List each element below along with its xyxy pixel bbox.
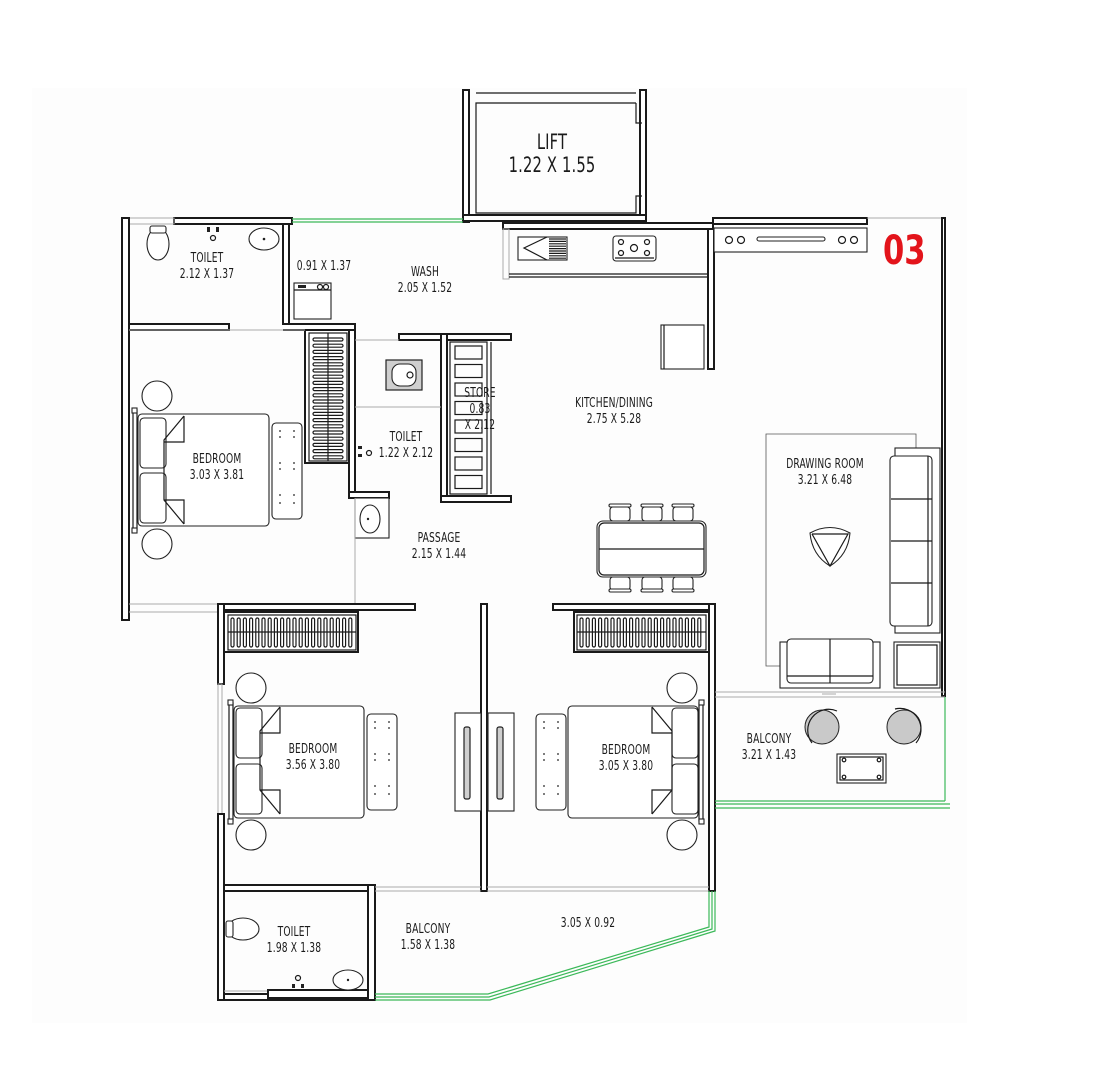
balcony-right-furniture: [715, 697, 950, 809]
balcony-bottom-glazing: [375, 891, 716, 1001]
kitchen-fixtures: [517, 235, 859, 370]
room-dimensions: 2.12 X 1.37: [179, 267, 235, 282]
room-dimensions: 0.83: [469, 402, 491, 417]
room-label-balcony-right: BALCONY 3.21 X 1.43: [730, 732, 808, 764]
room-label-passage: PASSAGE 2.15 X 1.44: [400, 531, 478, 563]
room-label-toilet-top-left: TOILET 2.12 X 1.37: [168, 251, 246, 283]
room-dimensions: 1.98 X 1.38: [266, 941, 322, 956]
room-label-toilet-center: TOILET 1.22 X 2.12: [367, 430, 445, 462]
room-name: TOILET: [190, 251, 224, 266]
unit-number: 03: [883, 228, 926, 274]
room-label-store: STORE 0.83 X 2.12: [457, 386, 504, 434]
room-dimensions: 2.75 X 5.28: [586, 412, 642, 427]
room-name: BALCONY: [746, 732, 792, 747]
room-label-bedroom-bottom-left: BEDROOM 3.56 X 3.80: [274, 742, 352, 774]
room-label-kitchen-dining: KITCHEN/DINING 2.75 X 5.28: [567, 396, 661, 428]
room-name: BEDROOM: [601, 743, 651, 758]
room-dimensions: 3.03 X 3.81: [189, 468, 245, 483]
interior-walls: [217, 603, 945, 1001]
room-label-lift: LIFT 1.22 X 1.55: [505, 131, 599, 177]
room-label-utility: 0.91 X 1.37: [293, 259, 355, 275]
room-dimensions: 0.91 X 1.37: [296, 259, 352, 274]
room-name: BEDROOM: [192, 452, 242, 467]
room-name: BEDROOM: [288, 742, 338, 757]
room-name: TOILET: [277, 925, 311, 940]
room-name: KITCHEN/DINING: [575, 396, 653, 411]
utility-fixtures: [293, 282, 332, 320]
room-dimensions: 1.22 X 1.55: [508, 153, 596, 177]
toilet-bottom-fixtures: [225, 917, 364, 991]
room-name: DRAWING ROOM: [786, 457, 864, 472]
bedroom-left-furniture: [129, 329, 356, 613]
drawing-room-furniture: [765, 433, 941, 695]
bedroom-bottom-right-furniture: [487, 611, 710, 851]
room-dimensions: 3.21 X 1.43: [741, 748, 797, 763]
room-name: STORE: [464, 386, 496, 401]
room-name: LIFT: [536, 130, 568, 154]
room-label-wash: WASH 2.05 X 1.52: [386, 265, 464, 297]
room-dimensions: 3.21 X 6.48: [797, 473, 853, 488]
room-dimensions: 3.05 X 0.92: [560, 916, 616, 931]
room-dimensions: X 2.12: [464, 418, 496, 433]
toilet-top-left-fixtures: [146, 225, 280, 261]
room-dimensions: 2.05 X 1.52: [397, 281, 453, 296]
room-label-toilet-bottom: TOILET 1.98 X 1.38: [255, 925, 333, 957]
room-dimensions: 3.56 X 3.80: [285, 758, 341, 773]
room-label-drawing-room: DRAWING ROOM 3.21 X 6.48: [782, 457, 868, 489]
room-label-balcony-bottom: BALCONY 1.58 X 1.38: [389, 922, 467, 954]
bedroom-bottom-left-furniture: [223, 611, 482, 851]
room-dimensions: 1.22 X 2.12: [378, 446, 434, 461]
room-name: PASSAGE: [417, 531, 461, 546]
dining-table: [596, 503, 707, 593]
room-dimensions: 3.05 X 3.80: [598, 759, 654, 774]
room-name: TOILET: [389, 430, 423, 445]
room-dimensions: 2.15 X 1.44: [411, 547, 467, 562]
toilet-center-walls: [348, 329, 512, 539]
room-label-bedroom-bottom-right: BEDROOM 3.05 X 3.80: [587, 743, 665, 775]
room-dimensions: 1.58 X 1.38: [400, 938, 456, 953]
room-label-bedroom-left: BEDROOM 3.03 X 3.81: [178, 452, 256, 484]
exterior-walls: [121, 217, 946, 697]
room-name: BALCONY: [405, 922, 451, 937]
room-name: WASH: [410, 265, 439, 280]
room-label-balcony-bottom-ext: 3.05 X 0.92: [549, 916, 627, 932]
wardrobe-left-bedroom: [304, 329, 352, 464]
